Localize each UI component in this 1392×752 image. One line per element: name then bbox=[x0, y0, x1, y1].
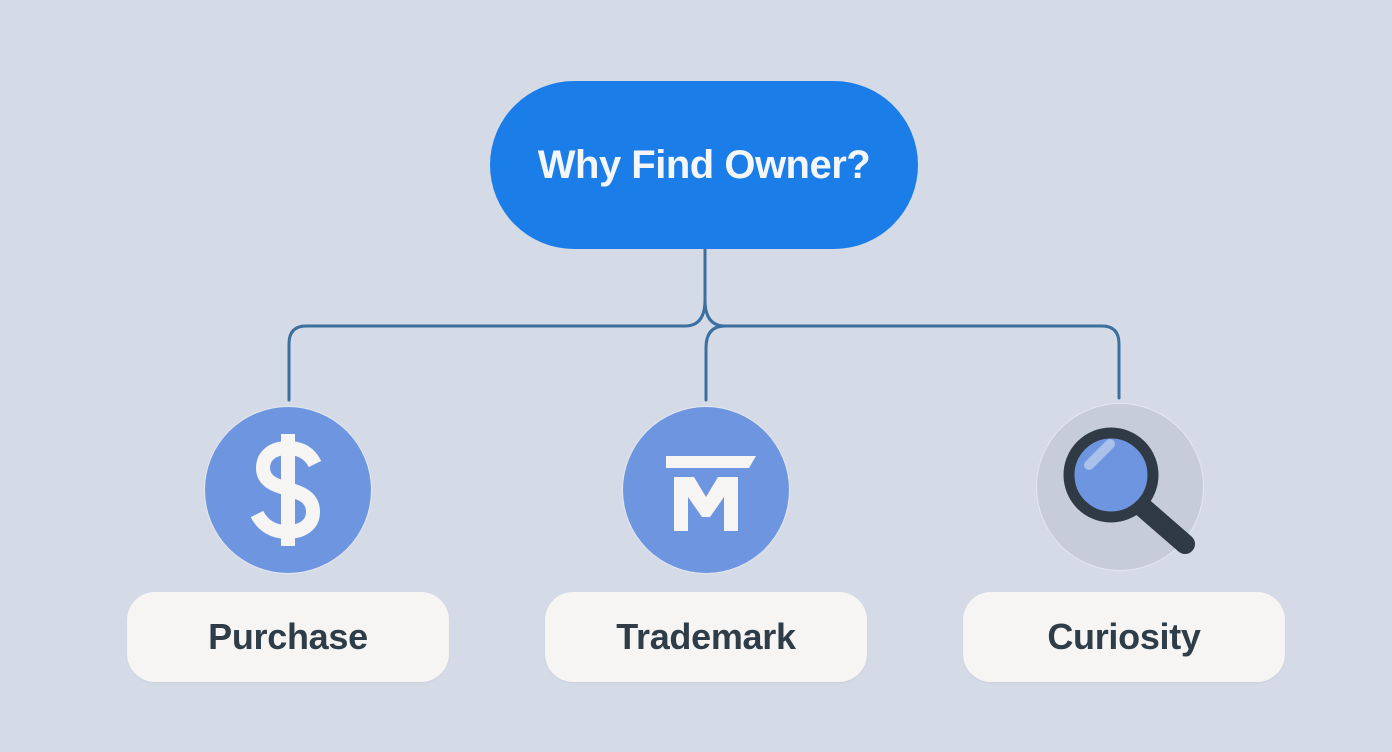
dollar-sign-icon bbox=[250, 434, 322, 546]
trademark-icon-circle bbox=[623, 407, 789, 573]
branch-label-purchase: Purchase bbox=[127, 592, 449, 682]
root-node: Why Find Owner? bbox=[490, 81, 918, 249]
root-label: Why Find Owner? bbox=[537, 142, 871, 187]
purchase-icon-circle bbox=[205, 407, 371, 573]
trademark-m-icon bbox=[666, 456, 756, 531]
trademark-label-text: Trademark bbox=[616, 616, 796, 657]
magnifying-glass-icon bbox=[1063, 427, 1195, 554]
branch-label-curiosity: Curiosity bbox=[963, 592, 1285, 682]
curiosity-label-text: Curiosity bbox=[1047, 616, 1201, 657]
branch-label-trademark: Trademark bbox=[545, 592, 867, 682]
purchase-label-text: Purchase bbox=[208, 616, 368, 657]
curiosity-icon-circle bbox=[1037, 404, 1203, 570]
